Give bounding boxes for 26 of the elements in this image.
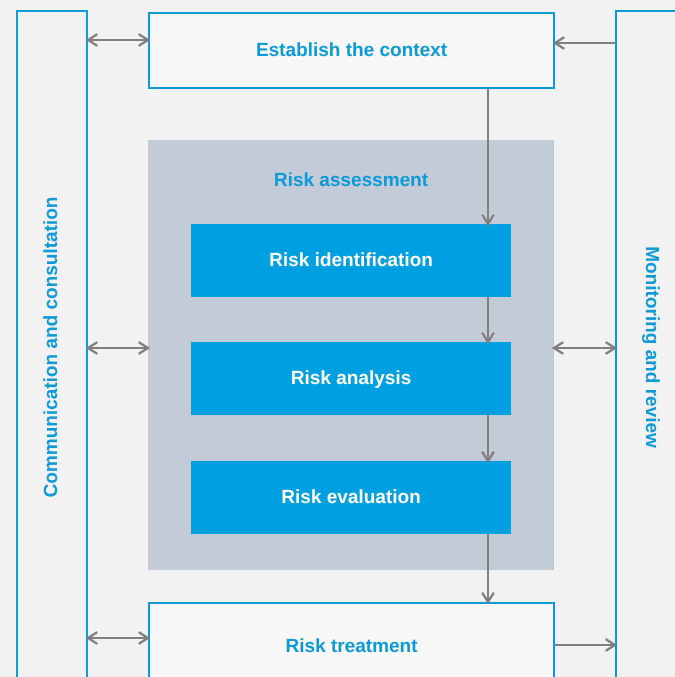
node-label: Monitoring and review bbox=[640, 246, 662, 448]
node-label: Risk identification bbox=[269, 250, 433, 272]
arrow bbox=[555, 638, 616, 652]
process-box bbox=[191, 461, 511, 534]
arrow bbox=[552, 341, 616, 355]
process-box bbox=[191, 224, 511, 297]
arrow bbox=[481, 89, 495, 226]
process-box bbox=[191, 342, 511, 415]
process-box bbox=[148, 602, 555, 677]
group-panel bbox=[148, 140, 554, 570]
node-label: Risk analysis bbox=[290, 368, 412, 390]
node-label: Establish the context bbox=[256, 40, 448, 62]
arrow bbox=[86, 631, 150, 645]
group-heading: Risk assessment bbox=[274, 170, 428, 192]
arrow bbox=[86, 341, 150, 355]
arrow bbox=[554, 36, 615, 50]
node-label: Risk treatment bbox=[286, 636, 418, 658]
side-band bbox=[16, 10, 88, 677]
arrow bbox=[481, 534, 495, 604]
arrow bbox=[481, 297, 495, 344]
side-band bbox=[615, 10, 675, 677]
process-box bbox=[148, 12, 555, 89]
arrow bbox=[86, 33, 150, 47]
arrow bbox=[481, 415, 495, 462]
node-label: Risk evaluation bbox=[281, 486, 421, 508]
node-label: Communication and consultation bbox=[41, 196, 63, 498]
